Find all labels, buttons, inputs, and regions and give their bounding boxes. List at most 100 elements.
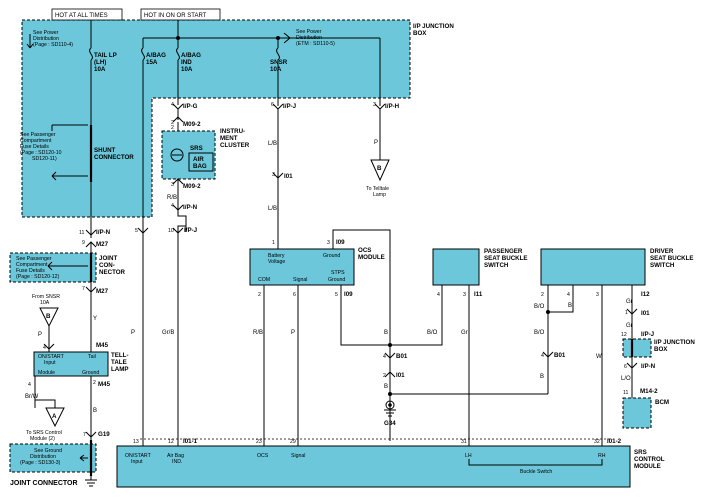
svg-text:4: 4: [437, 292, 440, 298]
connector-i11: I11: [474, 291, 483, 298]
driver-buckle-title: DRIVER: [650, 248, 674, 255]
svg-text:Gr: Gr: [461, 330, 468, 336]
svg-text:4: 4: [383, 354, 386, 360]
svg-text:Tail: Tail: [88, 354, 96, 360]
svg-text:Fuse Details: Fuse Details: [16, 268, 45, 274]
svg-text:BOX: BOX: [413, 30, 427, 37]
svg-text:(Page : SD130-3): (Page : SD130-3): [20, 460, 61, 466]
svg-text:SNSR: SNSR: [270, 59, 288, 66]
svg-text:SWITCH: SWITCH: [484, 262, 509, 269]
svg-text:(ETM : SD110-5): (ETM : SD110-5): [296, 41, 335, 47]
fuse-tail-lp: TAIL LP (LH) 10A: [89, 47, 117, 73]
svg-text:I/P JUNCTION: I/P JUNCTION: [654, 339, 695, 346]
connector-i01-center: I01: [396, 372, 405, 379]
svg-text:CLUSTER: CLUSTER: [220, 142, 250, 149]
ground-g34: G34: [384, 400, 396, 427]
svg-text:MODULE: MODULE: [634, 463, 661, 470]
svg-text:B: B: [384, 330, 388, 336]
connector-m27-bot: M27: [96, 288, 109, 295]
svg-text:Gr: Gr: [626, 323, 633, 329]
svg-text:Y: Y: [93, 316, 97, 322]
svg-text:COM: COM: [258, 277, 270, 283]
joint-connector-lower-label: JOINT CONNECTOR: [10, 480, 78, 487]
power-dist-left: See Power: [33, 30, 59, 36]
svg-text:IND: IND: [181, 59, 192, 66]
svg-text:3: 3: [272, 172, 275, 178]
connector-b01-center: B01: [396, 353, 408, 360]
svg-text:Lamp: Lamp: [373, 192, 386, 198]
svg-text:6: 6: [271, 102, 274, 108]
connector-m27-top: M27: [96, 241, 109, 248]
svg-text:IND.: IND.: [172, 459, 182, 465]
svg-text:Input: Input: [44, 360, 56, 366]
svg-text:7: 7: [83, 432, 86, 438]
instrument-cluster-title: INSTRU-: [220, 128, 245, 135]
svg-text:A: A: [52, 413, 57, 420]
connector-iph: I/P-H: [385, 103, 400, 110]
power-dist-right: See Power: [296, 29, 322, 35]
ocs-module: Battery Voltage Ground COM Signal STPS G…: [249, 247, 385, 286]
svg-text:3: 3: [596, 292, 599, 298]
svg-text:BAG: BAG: [193, 163, 207, 170]
fuse-snsr-10a: SNSR 10A: [270, 38, 288, 73]
to-srs-marker: A: [45, 407, 65, 428]
instrument-cluster: SRS AIR BAG INSTRU- MENT CLUSTER: [161, 128, 250, 180]
svg-text:2: 2: [93, 380, 96, 386]
svg-text:10A: 10A: [270, 66, 282, 73]
svg-text:LAMP: LAMP: [111, 366, 129, 373]
svg-text:AIR: AIR: [193, 156, 204, 163]
joint-connector-upper: See Passenger Compartment Fuse Details (…: [9, 252, 126, 283]
svg-text:SEAT BUCKLE: SEAT BUCKLE: [650, 255, 694, 262]
fuse-abag-15a: A/BAG 15A: [141, 38, 166, 66]
svg-text:Battery: Battery: [268, 253, 285, 259]
svg-text:Compartment: Compartment: [20, 138, 52, 144]
connector-m09-2-bot: M09-2: [183, 183, 201, 190]
svg-text:5: 5: [135, 228, 138, 234]
svg-text:6: 6: [624, 364, 627, 370]
svg-text:1: 1: [625, 310, 628, 316]
svg-text:NECTOR: NECTOR: [99, 269, 126, 276]
svg-text:B/O: B/O: [534, 304, 545, 310]
svg-text:4: 4: [171, 102, 174, 108]
svg-text:4: 4: [43, 345, 46, 351]
svg-text:Buckle Switch: Buckle Switch: [520, 469, 552, 475]
svg-text:3: 3: [463, 292, 466, 298]
svg-text:See Ground: See Ground: [34, 448, 62, 454]
connector-i09-top: I09: [336, 239, 345, 246]
svg-text:L/B: L/B: [268, 141, 277, 147]
svg-text:B: B: [384, 384, 388, 390]
svg-text:12: 12: [168, 439, 174, 445]
svg-text:3: 3: [171, 182, 174, 188]
svg-text:11: 11: [79, 230, 84, 236]
svg-text:Signal: Signal: [291, 453, 305, 459]
svg-text:B/O: B/O: [534, 330, 545, 336]
connector-ipg: I/P-G: [183, 103, 198, 110]
svg-text:P: P: [38, 332, 42, 338]
svg-text:Ground: Ground: [82, 370, 99, 376]
svg-text:Gr/B: Gr/B: [162, 330, 174, 336]
svg-text:B: B: [46, 313, 51, 320]
svg-text:Module (2): Module (2): [30, 436, 55, 442]
telltale-lamp: ON/START Input Module Tail Ground TELL- …: [33, 351, 129, 377]
svg-text:2: 2: [171, 125, 174, 131]
svg-text:6: 6: [293, 292, 296, 298]
svg-text:10A: 10A: [40, 300, 50, 306]
svg-text:TAIL LP: TAIL LP: [94, 52, 117, 59]
svg-text:HOT AT ALL TIMES: HOT AT ALL TIMES: [55, 13, 108, 19]
svg-text:G34: G34: [384, 420, 396, 427]
svg-text:MODULE: MODULE: [358, 254, 385, 261]
svg-text:4: 4: [567, 292, 570, 298]
svg-text:13: 13: [133, 439, 139, 445]
svg-text:Signal: Signal: [293, 277, 307, 283]
svg-text:SD120-11): SD120-11): [32, 156, 57, 162]
svg-text:HOT IN ON OR START: HOT IN ON OR START: [144, 13, 207, 19]
svg-text:B/O: B/O: [427, 330, 438, 336]
ip-junction-box-small: I/P JUNCTION BOX: [622, 338, 695, 358]
svg-text:L/B: L/B: [268, 206, 277, 212]
svg-text:12: 12: [621, 332, 627, 338]
svg-text:Input: Input: [131, 459, 143, 465]
svg-text:15A: 15A: [146, 59, 158, 66]
svg-text:11: 11: [623, 390, 628, 396]
passenger-buckle-title: PASSENGER: [484, 248, 523, 255]
